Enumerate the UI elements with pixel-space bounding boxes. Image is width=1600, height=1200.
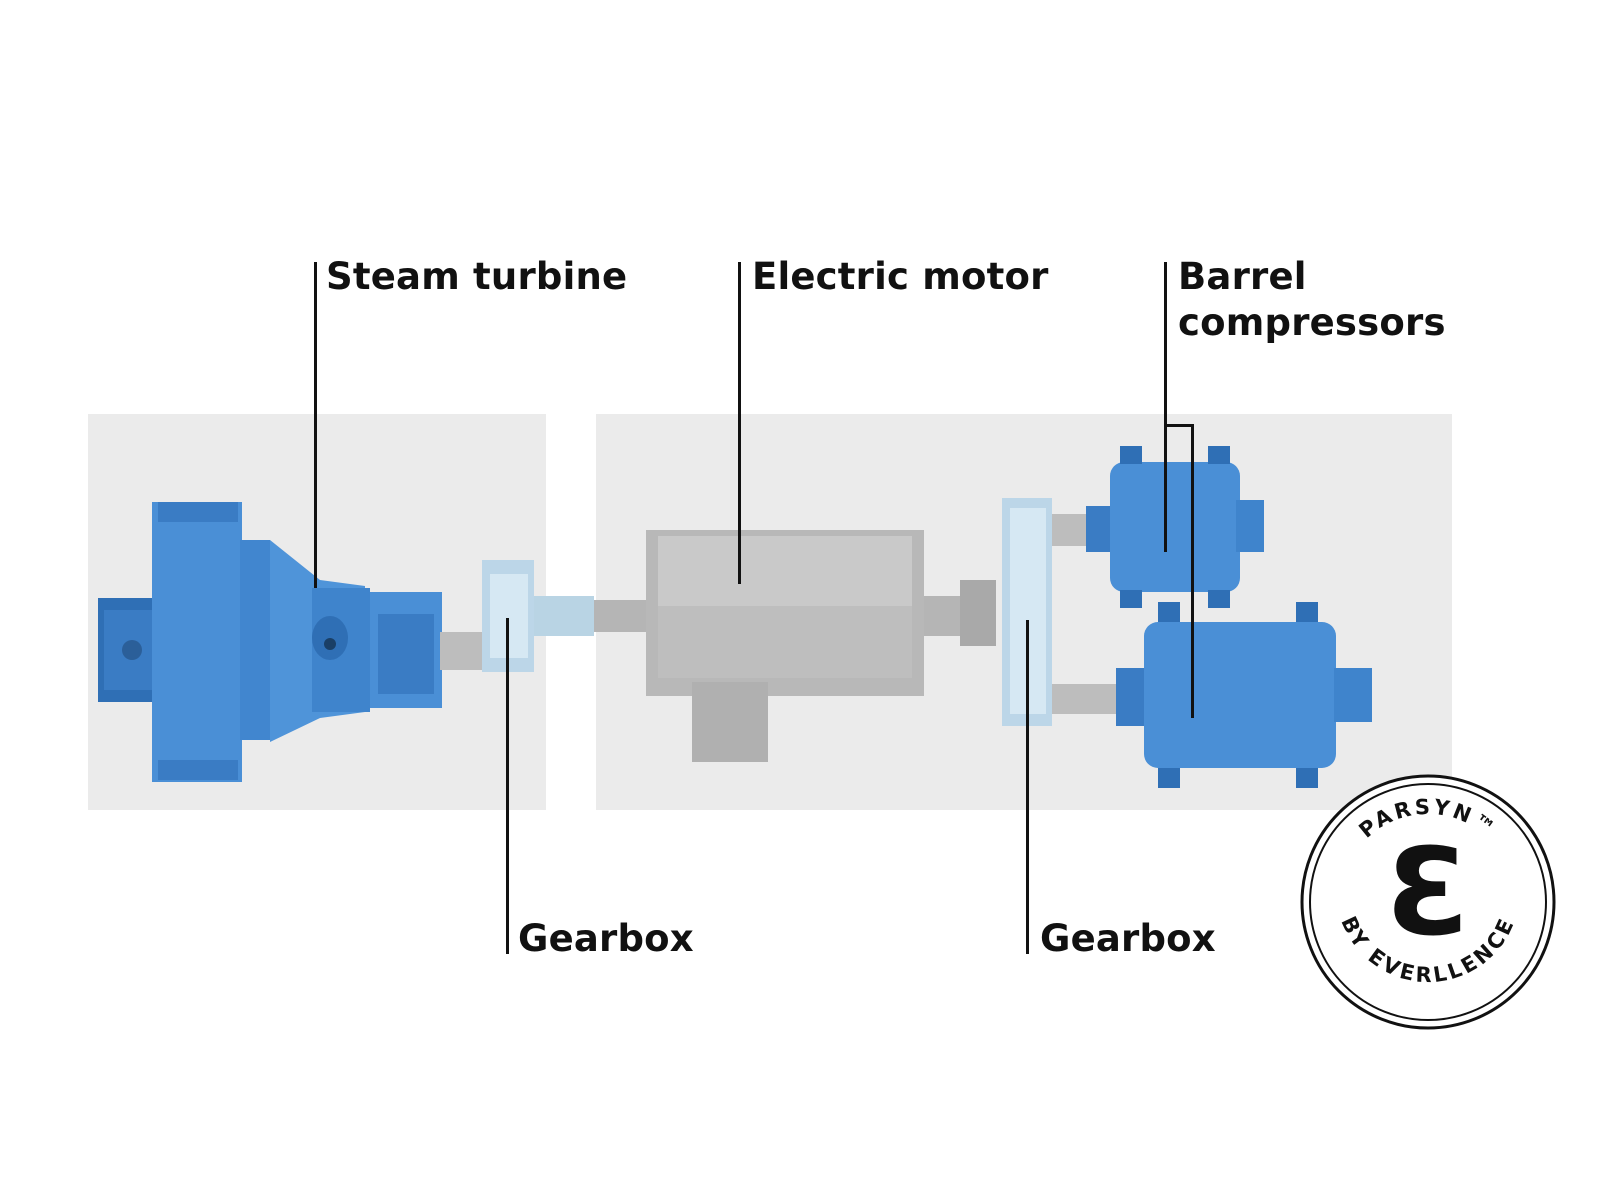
seal-emblem-icon: Ɛ xyxy=(1386,824,1470,963)
label-electric-motor: Electric motor xyxy=(752,255,1049,298)
barrel-compressors-leader-upper xyxy=(1164,424,1167,552)
label-gearbox-right: Gearbox xyxy=(1040,917,1216,960)
barrel-compressors xyxy=(1086,446,1372,788)
barrel-compressors-leader-top xyxy=(1164,262,1167,426)
steam-turbine xyxy=(98,502,484,782)
left-gearbox xyxy=(482,560,594,672)
label-barrel-compressors-line2: compressors xyxy=(1178,301,1446,344)
seal-inner-ring xyxy=(1309,783,1547,1021)
electric-motor xyxy=(594,530,996,762)
electric-motor-leader xyxy=(738,262,741,584)
steam-turbine-leader xyxy=(314,262,317,588)
barrel-compressors-leader-bridge xyxy=(1164,424,1194,427)
gearbox-left-leader xyxy=(506,618,509,954)
barrel-compressors-leader-lower xyxy=(1191,424,1194,718)
seal-outer-ring xyxy=(1300,774,1556,1030)
gearbox-right-leader xyxy=(1026,620,1029,954)
label-barrel-compressors-line1: Barrel xyxy=(1178,255,1307,298)
label-barrel-compressors: Barrel compressors xyxy=(1178,254,1446,346)
parsyn-seal: PARSYN™ BY EVERLLENCE Ɛ xyxy=(1300,774,1556,1030)
label-gearbox-left: Gearbox xyxy=(518,917,694,960)
label-steam-turbine: Steam turbine xyxy=(326,255,628,298)
